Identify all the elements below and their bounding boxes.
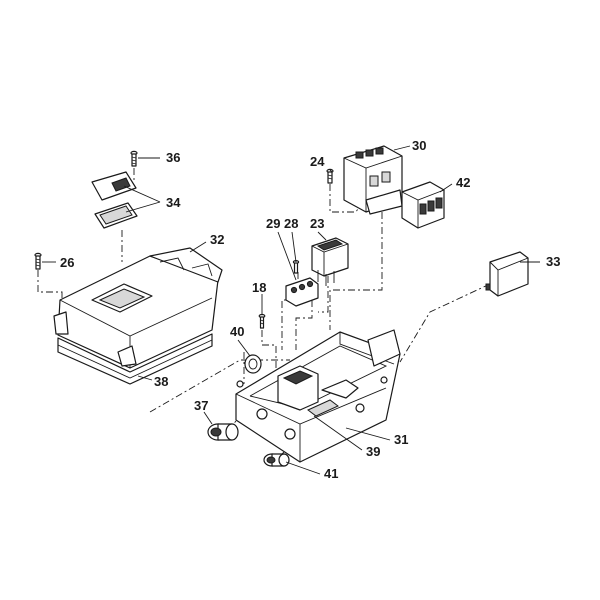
part-31-base-housing [235, 329, 401, 463]
part-30-contactor [343, 145, 403, 215]
part-33-side-plate [485, 251, 529, 297]
callout-29: 29 [266, 216, 280, 231]
part-38-gasket [57, 333, 213, 385]
callout-38: 38 [154, 374, 168, 389]
callout-28: 28 [284, 216, 298, 231]
callout-34: 34 [166, 195, 181, 210]
callout-41: 41 [324, 466, 338, 481]
leader-lines [42, 145, 540, 475]
callout-labels: 36 34 26 32 38 24 30 42 29 28 23 18 40 3… [60, 138, 560, 481]
callout-33: 33 [546, 254, 560, 269]
part-32-top-cover [53, 247, 223, 369]
callout-24: 24 [310, 154, 325, 169]
callout-30: 30 [412, 138, 426, 153]
part-41-cable-gland [263, 453, 290, 467]
part-18-screw [258, 313, 266, 329]
callout-31: 31 [394, 432, 408, 447]
callout-37: 37 [194, 398, 208, 413]
part-42-auxiliary-block [401, 181, 445, 229]
callout-40: 40 [230, 324, 244, 339]
part-29-terminal-block [285, 277, 319, 307]
part-34-cover-plates [91, 171, 138, 229]
callout-42: 42 [456, 175, 470, 190]
part-26-screw [34, 252, 42, 270]
callout-26: 26 [60, 255, 74, 270]
callout-32: 32 [210, 232, 224, 247]
callout-23: 23 [310, 216, 324, 231]
part-23-switch [311, 237, 349, 286]
callout-36: 36 [166, 150, 180, 165]
part-39-clamp [307, 399, 339, 417]
callout-18: 18 [252, 280, 266, 295]
part-24-screw [326, 168, 334, 184]
part-37-cable-gland [207, 423, 239, 441]
callout-39: 39 [366, 444, 380, 459]
part-28-screw [292, 260, 300, 274]
part-36-screw [130, 150, 138, 167]
part-40-grommet [244, 354, 262, 374]
